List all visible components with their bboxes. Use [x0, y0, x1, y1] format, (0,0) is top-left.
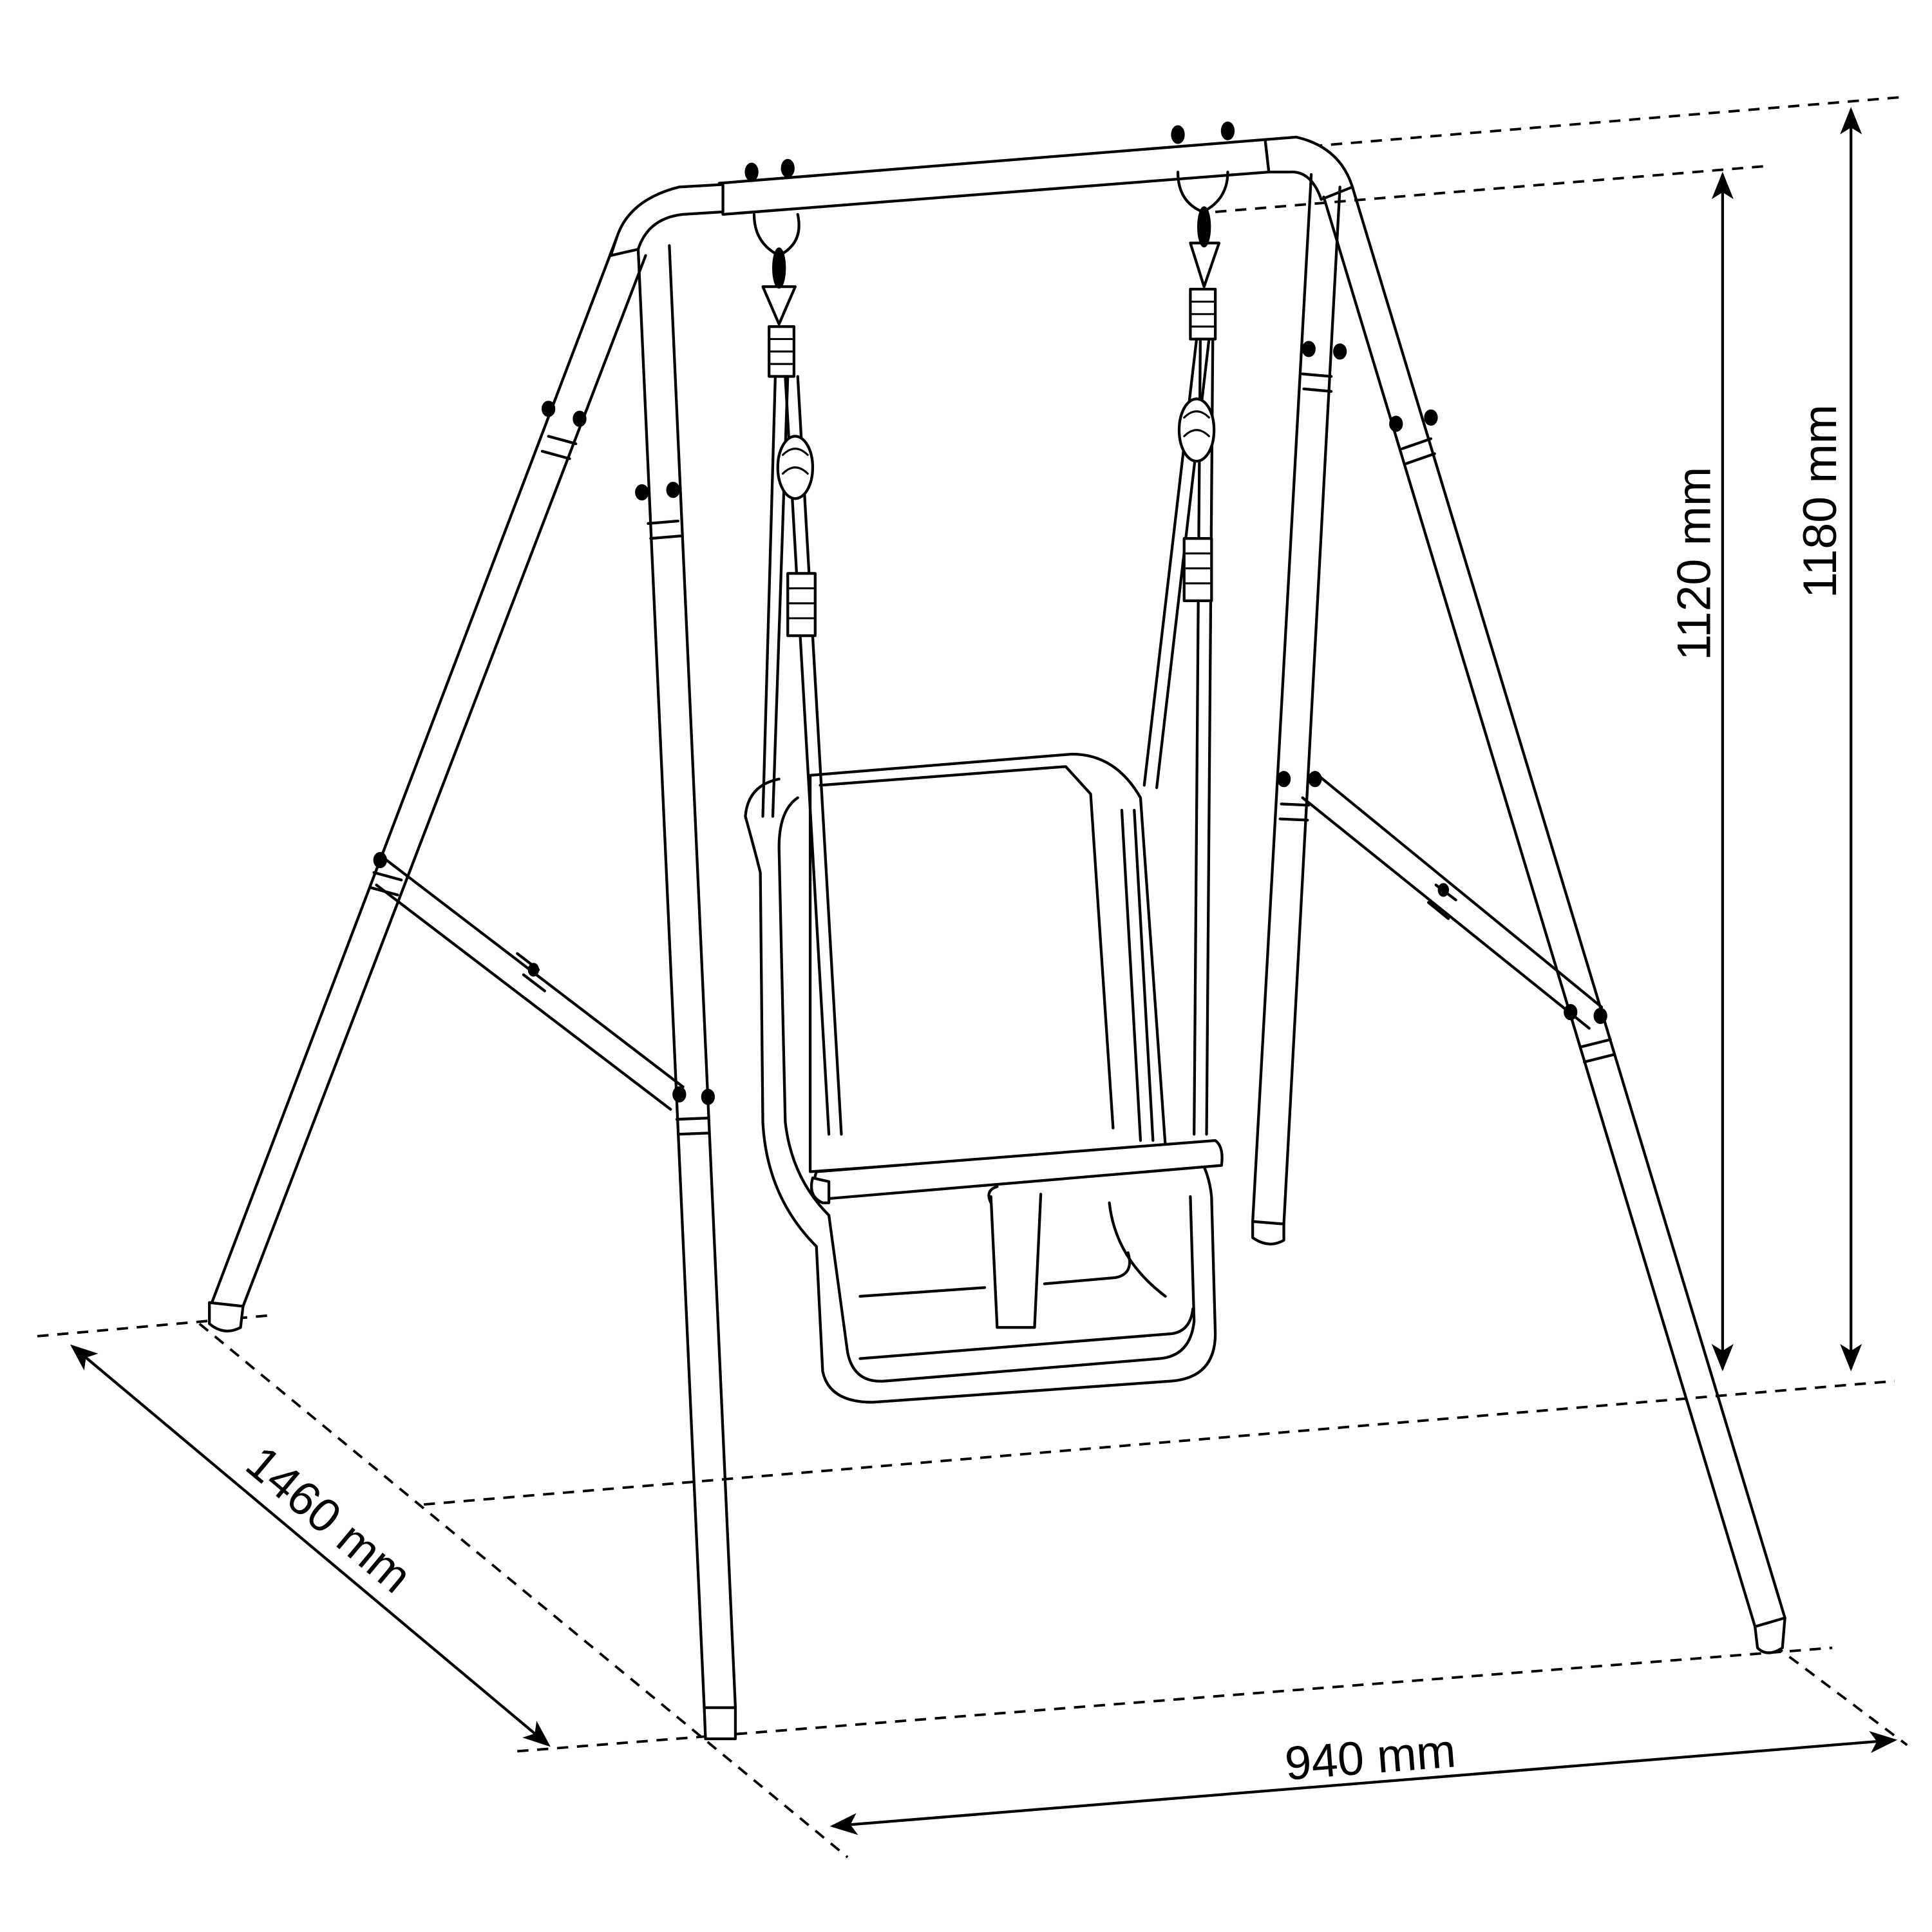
- left-rear-foot: [208, 1301, 245, 1332]
- dim-line-1460: [70, 1344, 551, 1747]
- reference-lines: [37, 96, 1908, 1859]
- toddler-seat: [744, 752, 1224, 1404]
- label-height-inner: 1120 mm: [1667, 467, 1720, 661]
- top-beam: [717, 138, 1271, 216]
- right-rear-leg: [1322, 185, 1786, 1628]
- swing-ropes: [752, 170, 1229, 1136]
- leg-sleeves: [368, 372, 1616, 1136]
- dimension-lines: [70, 107, 1898, 1835]
- right-front-foot: [1251, 1220, 1285, 1245]
- right-front-leg: [1251, 173, 1341, 1226]
- label-depth: 1460 mm: [236, 1435, 422, 1604]
- right-brace: [1301, 771, 1604, 1030]
- left-front-foot: [703, 1706, 737, 1741]
- dim-line-940: [829, 1731, 1898, 1835]
- right-rear-foot: [1754, 1616, 1786, 1654]
- swing-frame: [208, 121, 1786, 1741]
- label-height-outer: 1180 mm: [1793, 404, 1846, 598]
- left-elbow: [609, 183, 724, 257]
- left-brace: [375, 858, 685, 1111]
- left-front-leg: [636, 244, 737, 1709]
- left-rear-leg: [210, 235, 647, 1308]
- bolts: [373, 121, 1607, 1105]
- label-width: 940 mm: [1283, 1723, 1457, 1790]
